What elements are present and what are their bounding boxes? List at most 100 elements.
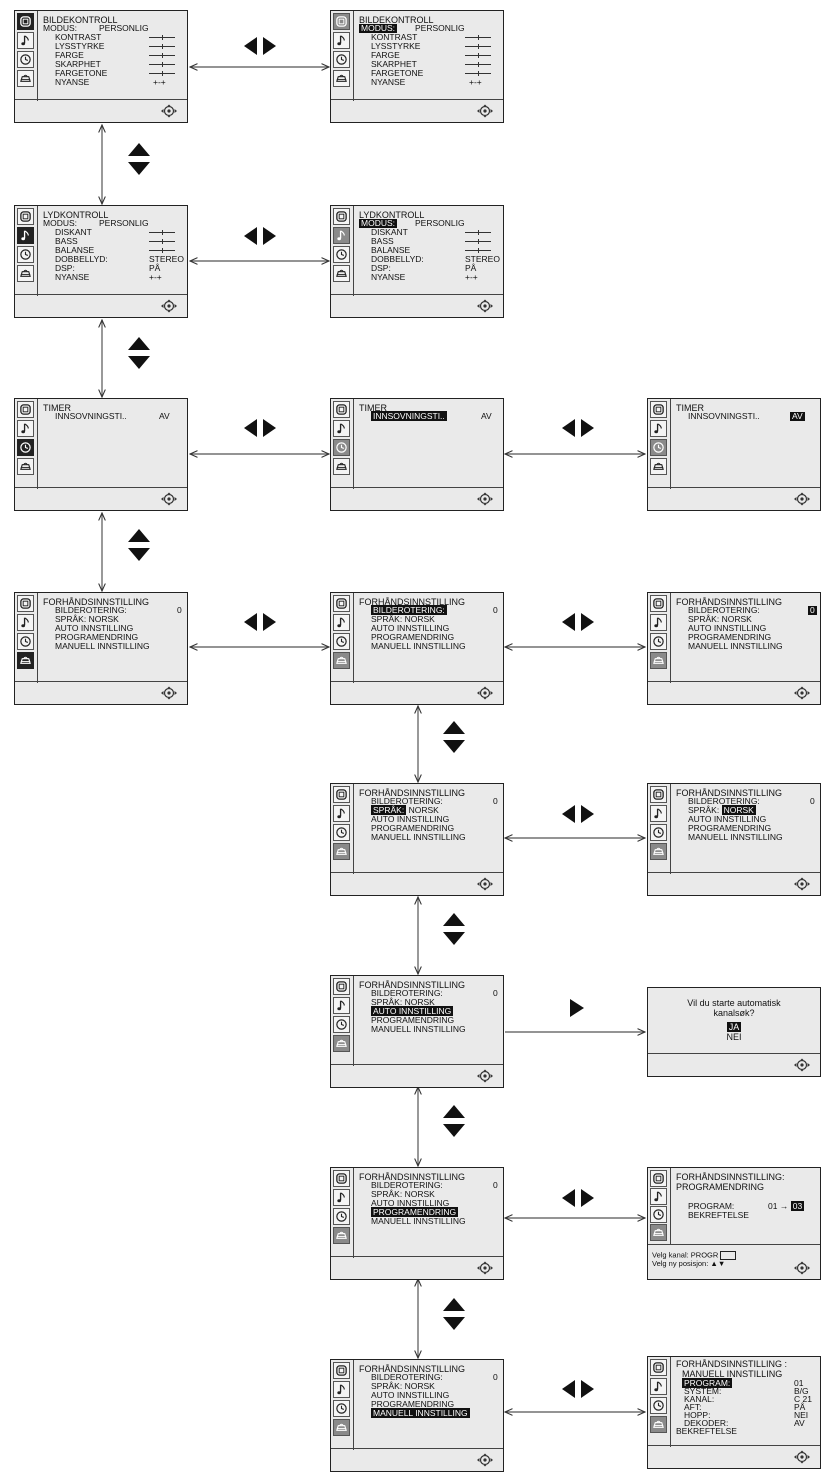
auto-setting-item[interactable]: AUTO INNSTILLING	[55, 623, 134, 633]
clock-icon[interactable]	[333, 1208, 350, 1225]
picture-icon[interactable]	[333, 1362, 350, 1379]
picture-icon[interactable]	[17, 208, 34, 225]
bass-slider[interactable]	[465, 239, 491, 244]
preset-icon[interactable]	[333, 1227, 350, 1244]
clock-icon[interactable]	[17, 633, 34, 650]
clock-icon[interactable]	[333, 439, 350, 456]
clock-icon[interactable]	[650, 1206, 667, 1223]
bilderotering-value[interactable]: 0	[493, 796, 498, 806]
picture-icon[interactable]	[333, 978, 350, 995]
clock-icon[interactable]	[333, 51, 350, 68]
program-change-item[interactable]: PROGRAMENDRING	[688, 632, 772, 642]
clock-icon[interactable]	[333, 824, 350, 841]
program-change-item[interactable]: PROGRAMENDRING	[371, 823, 455, 833]
modus-value[interactable]: PERSONLIG	[415, 23, 465, 33]
preset-icon[interactable]	[333, 843, 350, 860]
manual-setting-item[interactable]: MANUELL INNSTILLING	[371, 832, 466, 842]
aft-value[interactable]: PÅ	[794, 1402, 806, 1412]
program-change-item[interactable]: PROGRAMENDRING	[371, 632, 455, 642]
sprak-value[interactable]: NORSK	[404, 614, 435, 624]
auto-setting-item[interactable]: AUTO INNSTILLING	[688, 623, 767, 633]
modus-value[interactable]: PERSONLIG	[415, 218, 465, 228]
picture-icon[interactable]	[650, 1359, 667, 1376]
bass-slider[interactable]	[149, 239, 175, 244]
preset-icon[interactable]	[17, 458, 34, 475]
lysstyrke-slider[interactable]	[149, 44, 175, 49]
auto-setting-item[interactable]: AUTO INNSTILLING	[371, 1198, 450, 1208]
note-icon[interactable]	[17, 227, 34, 244]
note-icon[interactable]	[333, 420, 350, 437]
farge-slider[interactable]	[465, 53, 491, 58]
bilderotering-value[interactable]: 0	[493, 605, 498, 615]
preset-icon[interactable]	[333, 458, 350, 475]
skarphet-slider[interactable]	[465, 62, 491, 67]
no-option[interactable]: NEI	[726, 1032, 742, 1042]
confirm-item[interactable]: BEKREFTELSE	[688, 1210, 749, 1220]
bilderotering-value[interactable]: 0	[493, 988, 498, 998]
preset-icon[interactable]	[17, 70, 34, 87]
balanse-slider[interactable]	[465, 248, 491, 253]
bilderotering-value[interactable]: 0	[493, 1180, 498, 1190]
preset-icon[interactable]	[333, 265, 350, 282]
note-icon[interactable]	[650, 1378, 667, 1395]
preset-icon[interactable]	[650, 458, 667, 475]
preset-icon[interactable]	[17, 652, 34, 669]
innsovning-value[interactable]: AV	[481, 411, 492, 421]
note-icon[interactable]	[17, 614, 34, 631]
auto-setting-item[interactable]: AUTO INNSTILLING	[371, 1390, 450, 1400]
manual-setting-item[interactable]: MANUELL INNSTILLING	[688, 641, 783, 651]
manual-setting-item[interactable]: MANUELL INNSTILLING	[371, 641, 466, 651]
program-label[interactable]: PROGRAM:	[682, 1378, 733, 1388]
sprak-value[interactable]: NORSK	[88, 614, 119, 624]
clock-icon[interactable]	[650, 439, 667, 456]
picture-icon[interactable]	[333, 786, 350, 803]
preset-icon[interactable]	[650, 843, 667, 860]
manual-setting-item[interactable]: MANUELL INNSTILLING	[55, 641, 150, 651]
hopp-value[interactable]: NEI	[794, 1410, 809, 1420]
kanal-value[interactable]: C 21	[794, 1394, 812, 1404]
farge-slider[interactable]	[149, 53, 175, 58]
dsp-value[interactable]: PÅ	[465, 263, 477, 273]
picture-icon[interactable]	[650, 1170, 667, 1187]
picture-icon[interactable]	[650, 595, 667, 612]
bilderotering-value[interactable]: 0	[493, 1372, 498, 1382]
innsovning-value[interactable]: AV	[790, 411, 805, 421]
modus-label[interactable]: MODUS:	[359, 23, 397, 33]
picture-icon[interactable]	[333, 13, 350, 30]
kontrast-slider[interactable]	[465, 35, 491, 40]
preset-icon[interactable]	[333, 1419, 350, 1436]
sprak-value[interactable]: NORSK	[408, 805, 439, 815]
auto-setting-item[interactable]: AUTO INNSTILLING	[371, 814, 450, 824]
note-icon[interactable]	[650, 614, 667, 631]
bilderotering-value[interactable]: 0	[177, 605, 182, 615]
manual-setting-item[interactable]: MANUELL INNSTILLING	[371, 1216, 466, 1226]
note-icon[interactable]	[650, 1188, 667, 1205]
picture-icon[interactable]	[650, 401, 667, 418]
clock-icon[interactable]	[650, 633, 667, 650]
yes-option[interactable]: JA	[726, 1022, 742, 1032]
auto-setting-item[interactable]: AUTO INNSTILLING	[688, 814, 767, 824]
note-icon[interactable]	[333, 227, 350, 244]
manual-setting-item[interactable]: MANUELL INNSTILLING	[688, 832, 783, 842]
clock-icon[interactable]	[333, 1400, 350, 1417]
note-icon[interactable]	[333, 614, 350, 631]
dekoder-value[interactable]: AV	[794, 1418, 805, 1428]
sprak-value[interactable]: NORSK	[404, 1381, 435, 1391]
clock-icon[interactable]	[17, 51, 34, 68]
auto-setting-item[interactable]: AUTO INNSTILLING	[371, 623, 450, 633]
note-icon[interactable]	[650, 420, 667, 437]
preset-icon[interactable]	[650, 652, 667, 669]
fargetone-slider[interactable]	[465, 71, 491, 76]
program-change-item[interactable]: PROGRAMENDRING	[55, 632, 139, 642]
picture-icon[interactable]	[650, 786, 667, 803]
program-change-item[interactable]: PROGRAMENDRING	[688, 823, 772, 833]
picture-icon[interactable]	[333, 208, 350, 225]
preset-icon[interactable]	[650, 1224, 667, 1241]
note-icon[interactable]	[650, 805, 667, 822]
preset-icon[interactable]	[650, 1416, 667, 1433]
modus-value[interactable]: PERSONLIG	[99, 218, 149, 228]
preset-icon[interactable]	[333, 652, 350, 669]
note-icon[interactable]	[333, 1189, 350, 1206]
clock-icon[interactable]	[333, 246, 350, 263]
sprak-value[interactable]: NORSK	[721, 614, 752, 624]
